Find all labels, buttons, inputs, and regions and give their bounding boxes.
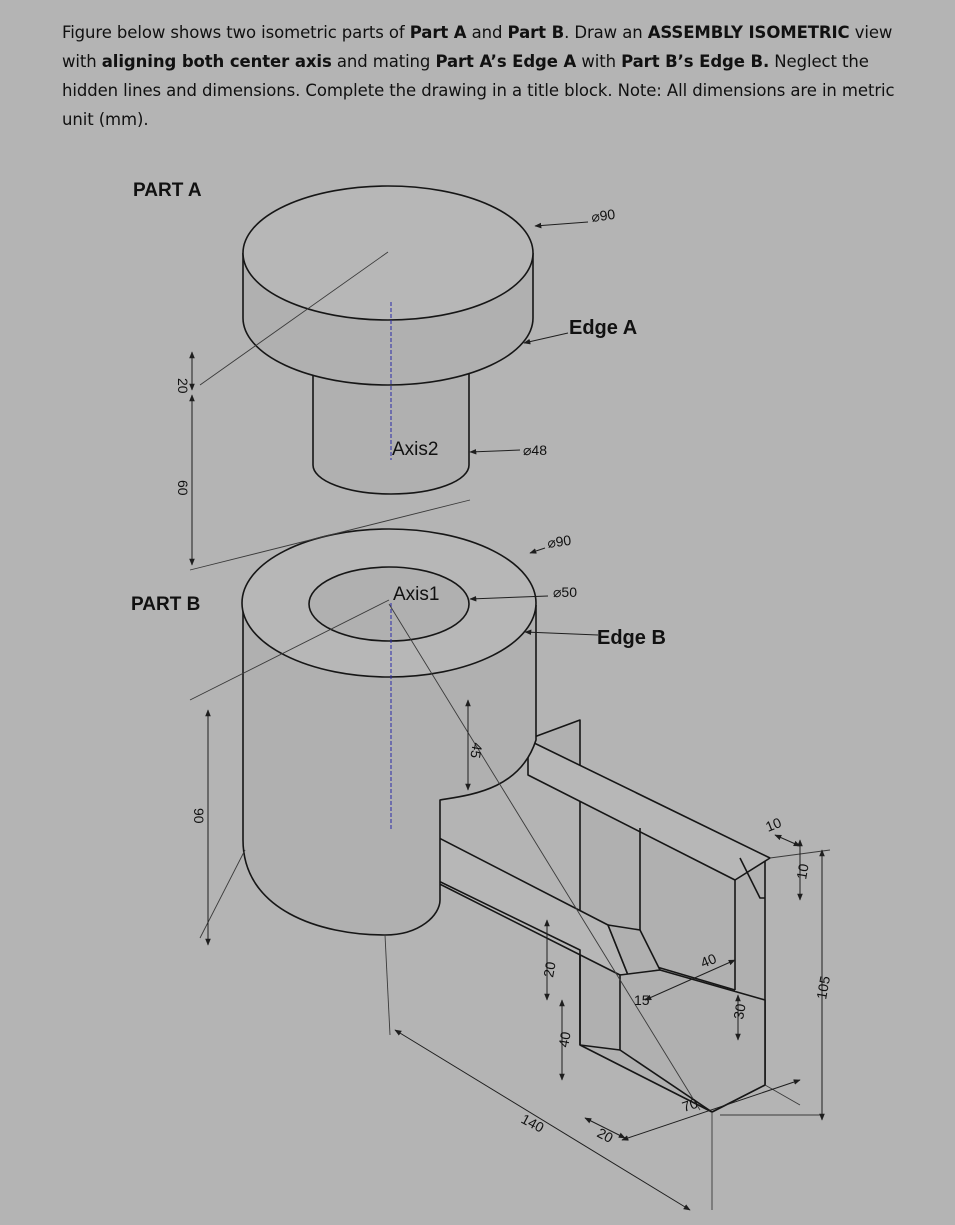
instruction-bold: Part A: [409, 23, 467, 42]
leaders: [469, 221, 599, 636]
part-a-flange-top: [242, 185, 534, 321]
leader-dia50: [469, 595, 549, 602]
dim-60: 60: [175, 480, 191, 496]
instruction-segment: Neglect the hidden lines and dimensions.…: [62, 52, 895, 129]
dim-20-v: 20: [540, 960, 558, 978]
dim-90: 90: [191, 808, 207, 824]
part-b-cylinder-side: [242, 605, 537, 936]
dim-70: 70: [680, 1095, 700, 1115]
part-b-top-chamfer: [739, 857, 765, 899]
edge-b-label: Edge B: [597, 627, 666, 649]
part-a: [242, 185, 534, 495]
instruction-segment: view with: [62, 23, 893, 71]
instruction-text: Figure below shows two isometric parts o…: [62, 18, 902, 134]
leader-dia48: [469, 448, 521, 455]
dim-dia90-a: ⌀90: [590, 206, 616, 225]
instruction-bold: Part A’s Edge A: [435, 52, 577, 71]
part-a-shaft: [312, 372, 470, 495]
dim-15: 15: [634, 992, 650, 1008]
dim-45: 45: [467, 741, 485, 759]
dim-10-top: 10: [763, 814, 784, 835]
instruction-bold: aligning both center axis: [101, 52, 332, 71]
instruction-segment: and mating: [331, 52, 436, 71]
leader-edge-b: [524, 629, 599, 636]
axis1-label: Axis1: [393, 584, 439, 605]
leader-dia90-b: [529, 547, 546, 554]
instruction-segment: and: [466, 23, 508, 42]
leader-dia90-a: [534, 221, 589, 229]
leader-edge-a: [523, 332, 569, 345]
dimension-lines: [189, 351, 825, 1211]
part-b: [241, 528, 771, 1113]
instruction-segment: . Draw an: [564, 23, 648, 42]
instruction-segment: Figure below shows two isometric parts o…: [62, 23, 410, 42]
instruction-bold: Part B’s Edge B.: [621, 52, 770, 71]
edge-a-label: Edge A: [569, 317, 637, 339]
dim-20-a: 20: [175, 378, 191, 394]
dim-20-b: 20: [595, 1125, 616, 1147]
dim-dia50: ⌀50: [553, 584, 577, 600]
dim-30: 30: [730, 1002, 748, 1020]
axis2-label: Axis2: [392, 439, 438, 460]
dim-140: 140: [519, 1111, 547, 1136]
instruction-bold: Part B: [507, 23, 565, 42]
instruction-segment: with: [576, 52, 622, 71]
dim-dia48: ⌀48: [523, 442, 547, 458]
part-b-label: PART B: [131, 594, 200, 615]
part-a-label: PART A: [133, 180, 202, 201]
dim-10-side: 10: [793, 862, 811, 880]
dim-40-v: 40: [555, 1030, 573, 1048]
dim-40-h: 40: [698, 950, 719, 971]
instruction-bold: ASSEMBLY ISOMETRIC: [647, 23, 850, 42]
dim-dia90-b: ⌀90: [546, 532, 572, 551]
dim-105: 105: [813, 975, 833, 1001]
